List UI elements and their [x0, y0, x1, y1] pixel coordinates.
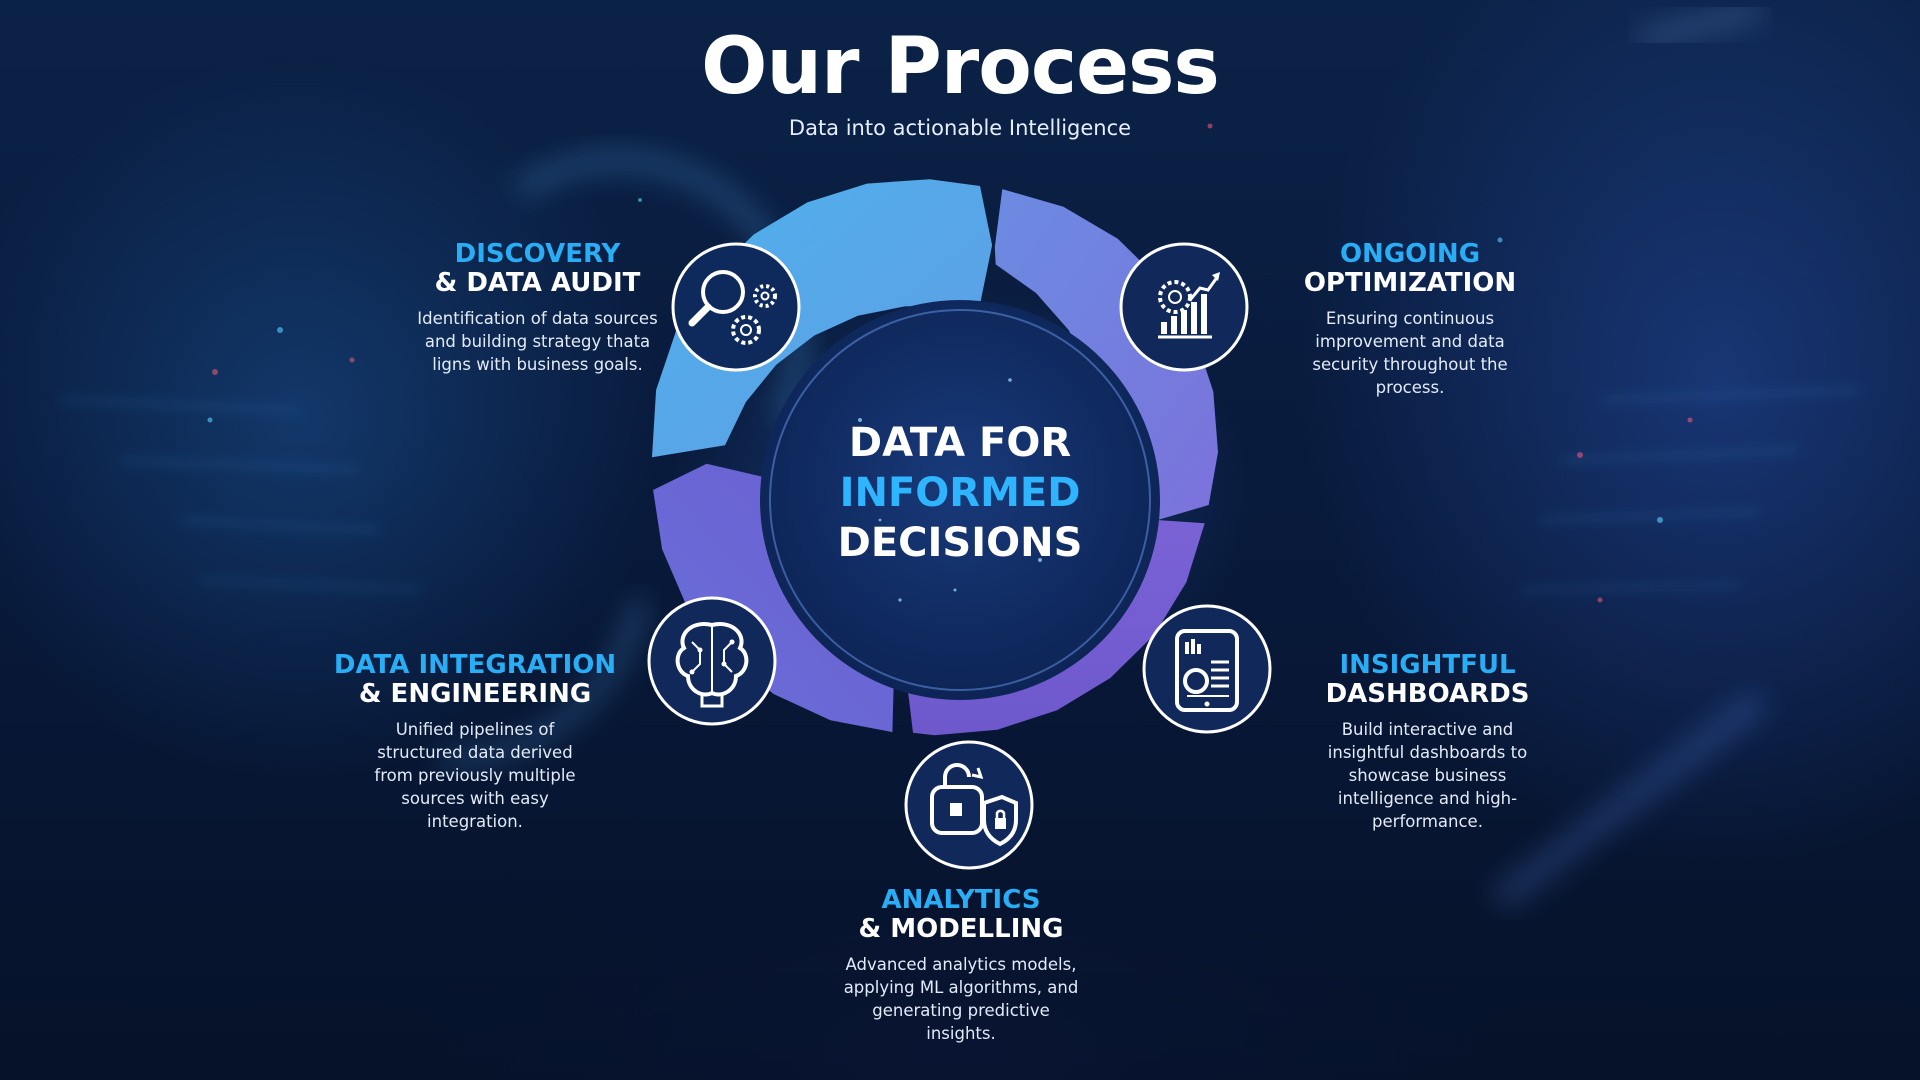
step-description: Ensuring continuous improvement and data…	[1312, 309, 1508, 397]
step-title-bottom: DASHBOARDS	[1325, 679, 1530, 709]
brain-circuit-icon	[647, 596, 777, 726]
center-line-2: INFORMED	[839, 470, 1081, 516]
step-dashboards: INSIGHTFUL DASHBOARDS Build interactive …	[1300, 651, 1555, 833]
step-optimization: ONGOING OPTIMIZATION Ensuring continuous…	[1285, 240, 1535, 399]
step-analytics: ANALYTICS & MODELLING Advanced analytics…	[826, 886, 1096, 1045]
step-title-top: DISCOVERY	[454, 239, 621, 269]
step-title-bottom: & MODELLING	[858, 914, 1064, 944]
step-description: Unified pipelines of structured data der…	[374, 720, 576, 831]
page-subtitle: Data into actionable Intelligence	[788, 116, 1132, 140]
step-integration: DATA INTEGRATION & ENGINEERING Unified p…	[320, 651, 630, 833]
step-description: Advanced analytics models, applying ML a…	[843, 955, 1079, 1043]
cycle-segment-discovery	[652, 179, 993, 458]
step-title-bottom: & DATA AUDIT	[434, 268, 641, 298]
step-title-top: INSIGHTFUL	[1339, 650, 1516, 680]
step-title-bottom: OPTIMIZATION	[1303, 268, 1517, 298]
step-title-top: ONGOING	[1339, 239, 1481, 269]
gear-growth-chart-icon	[1119, 242, 1249, 372]
step-title-top: DATA INTEGRATION	[333, 650, 617, 680]
step-title-bottom: & ENGINEERING	[358, 679, 592, 709]
center-line-1: DATA FOR	[848, 420, 1072, 466]
lock-shield-icon	[904, 740, 1034, 870]
center-statement: DATA FOR INFORMED DECISIONS	[760, 418, 1160, 568]
cycle-segment-analytics	[653, 463, 895, 733]
step-description: Identification of data sources and build…	[417, 309, 658, 374]
step-discovery: DISCOVERY & DATA AUDIT Identification of…	[400, 240, 675, 376]
magnifier-gears-icon	[671, 242, 801, 372]
step-description: Build interactive and insightful dashboa…	[1327, 720, 1528, 831]
page-title: Our Process	[701, 22, 1220, 112]
center-line-3: DECISIONS	[837, 520, 1083, 566]
center-disc	[760, 300, 1160, 700]
step-title-top: ANALYTICS	[881, 885, 1041, 915]
cycle-segment-optimization	[994, 189, 1218, 522]
tablet-dashboard-icon	[1142, 604, 1272, 734]
